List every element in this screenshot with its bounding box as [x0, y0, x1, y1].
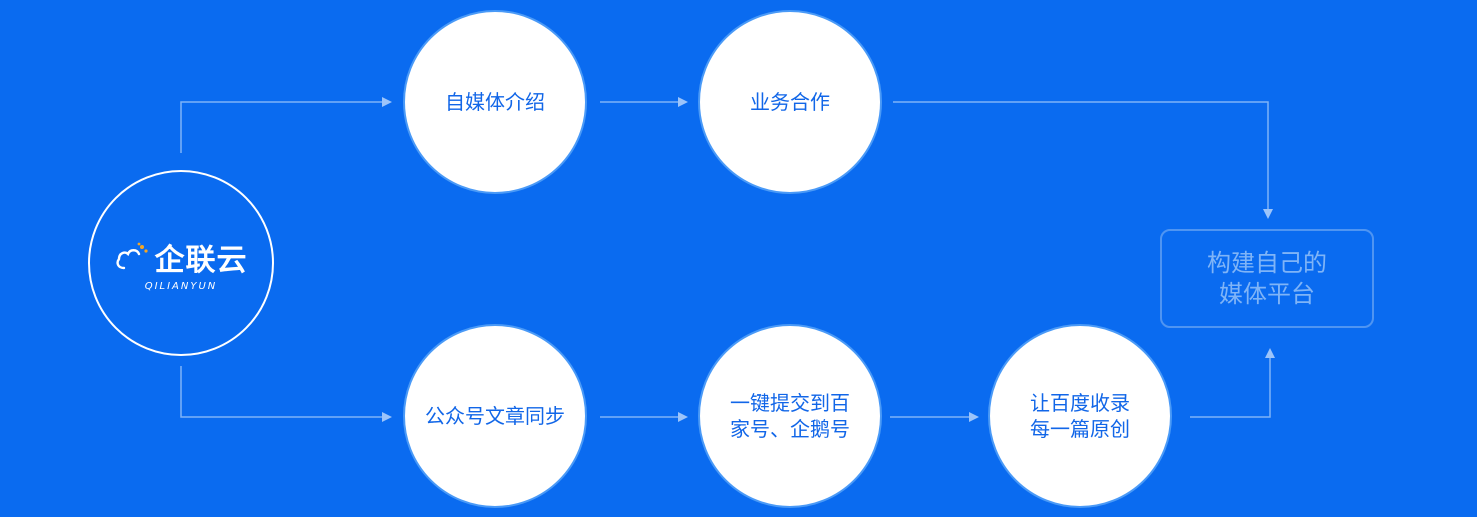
cloud-icon	[115, 242, 148, 269]
node-baidu-line2: 每一篇原创	[1030, 417, 1130, 441]
node-submit-line2: 家号、企鹅号	[730, 417, 850, 441]
target-line2: 媒体平台	[1219, 279, 1315, 308]
brand-latin-name: QILIANYUN	[144, 280, 218, 292]
node-self-media-label: 自媒体介绍	[445, 90, 545, 114]
node-submit-line1: 一键提交到百	[730, 391, 850, 415]
brand-logo-node: 企联云 QILIANYUN	[88, 170, 274, 356]
target-line1: 构建自己的	[1207, 248, 1327, 277]
connector-logo-to-wechat-sync	[180, 366, 392, 422]
brand-logo: 企联云	[115, 235, 248, 279]
connector-logo-to-self-media	[180, 97, 392, 153]
connector-baidu-to-target	[1190, 348, 1275, 418]
node-submit: 一键提交到百 家号、企鹅号	[698, 324, 882, 508]
target-box: 构建自己的 媒体平台	[1160, 229, 1374, 328]
node-business-label: 业务合作	[750, 90, 830, 114]
node-wechat-sync: 公众号文章同步	[403, 324, 587, 508]
node-baidu-line1: 让百度收录	[1030, 391, 1130, 415]
node-baidu: 让百度收录 每一篇原创	[988, 324, 1172, 508]
node-wechat-sync-label: 公众号文章同步	[425, 404, 565, 428]
node-business: 业务合作	[698, 10, 882, 194]
brand-name: 企联云	[154, 242, 248, 278]
node-self-media: 自媒体介绍	[403, 10, 587, 194]
connector-business-to-target	[893, 101, 1273, 219]
